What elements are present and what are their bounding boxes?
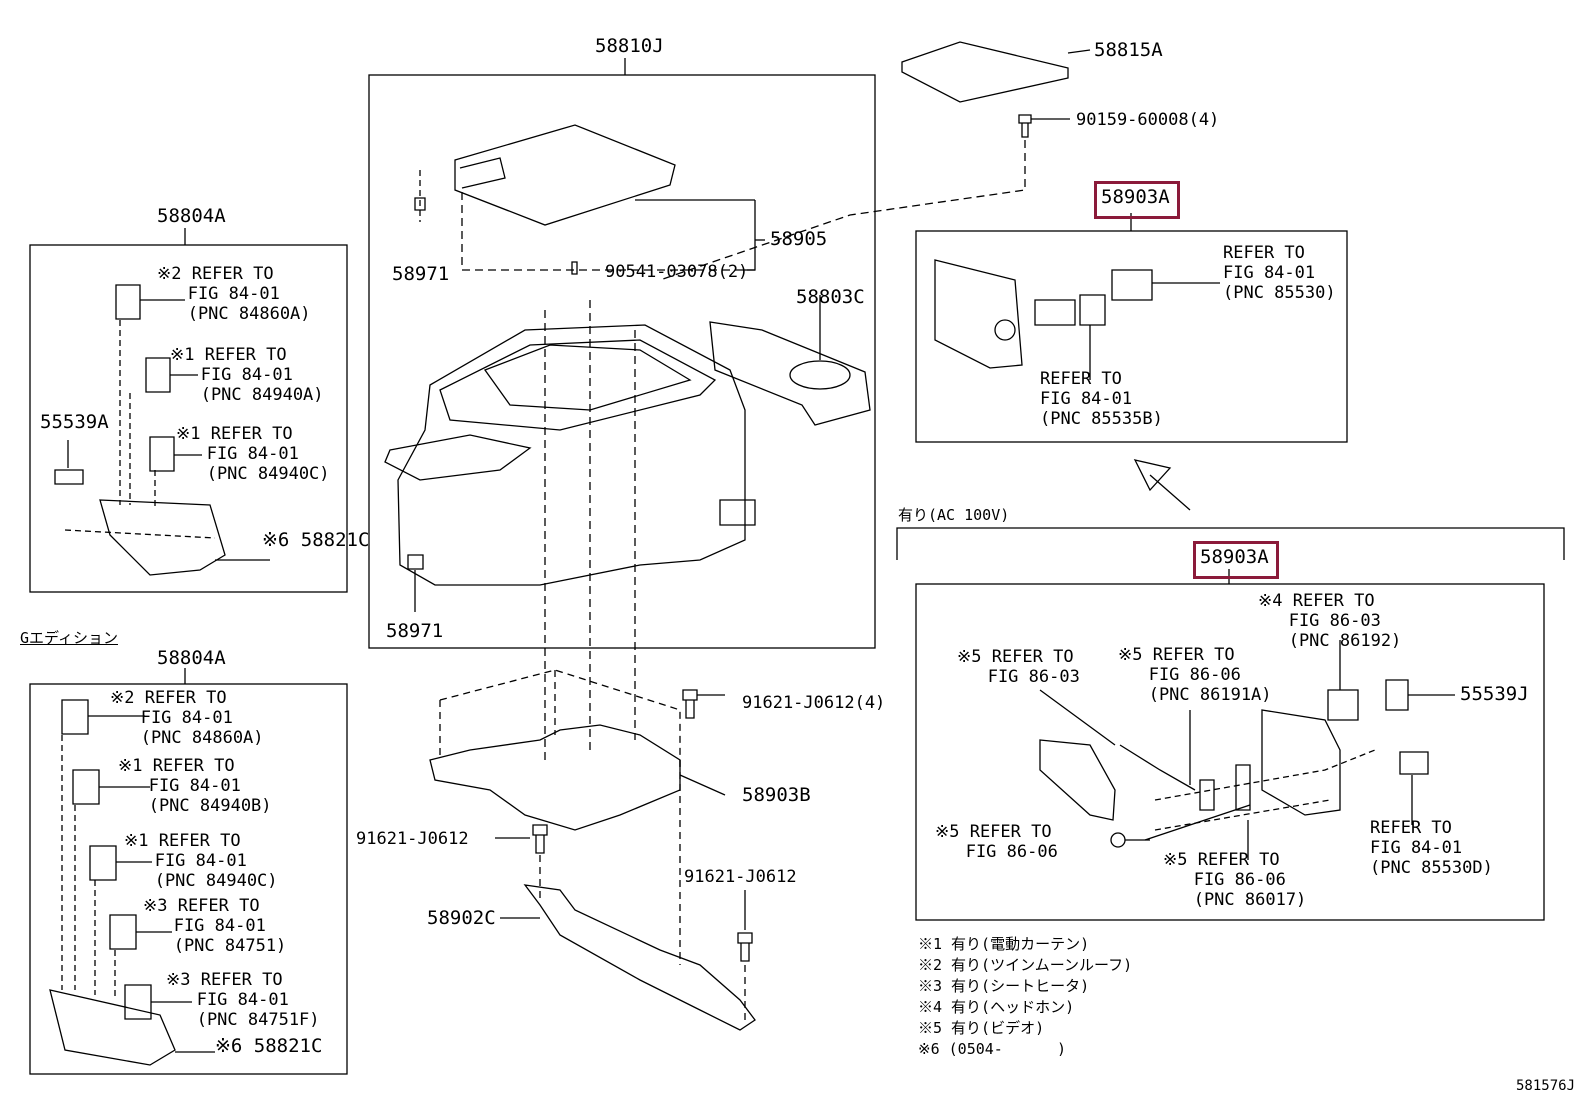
clip-55539J xyxy=(1385,679,1409,711)
figure-number: 581576J xyxy=(1516,1078,1576,1094)
bracket-58902C xyxy=(495,760,756,1031)
headphone-jack xyxy=(1327,689,1359,721)
clip-55539A xyxy=(54,469,84,485)
ref-85530[interactable]: REFER TO FIG 84-01 (PNC 85530) xyxy=(1223,243,1336,303)
footnote: ※4 有り(ヘッドホン) xyxy=(918,998,1075,1016)
part-55539J[interactable]: 55539J xyxy=(1460,683,1529,705)
part-58903A-bottom[interactable]: 58903A xyxy=(1200,546,1269,568)
tray-58821C-bottom xyxy=(49,989,176,1066)
ref-85535B[interactable]: REFER TO FIG 84-01 (PNC 85535B) xyxy=(1040,369,1163,429)
ref-fig86-03[interactable]: ※5 REFER TO FIG 86-03 xyxy=(957,647,1080,687)
tray-58821C-top xyxy=(99,499,226,576)
part-58821C-bottom[interactable]: ※6 58821C xyxy=(215,1035,323,1057)
tray-insert xyxy=(384,434,532,481)
ref-86017[interactable]: ※5 REFER TO FIG 86-06 (PNC 86017) xyxy=(1163,850,1307,910)
footnote: ※2 有り(ツインムーンルーフ) xyxy=(918,956,1133,974)
ref-84940C-top[interactable]: ※1 REFER TO FIG 84-01 (PNC 84940C) xyxy=(176,424,330,484)
frame-58903A-bottom xyxy=(915,583,1545,921)
part-55539A[interactable]: 55539A xyxy=(40,411,109,433)
part-90159-60008[interactable]: 90159-60008(4) xyxy=(1076,110,1220,130)
footnote: ※3 有り(シートヒータ) xyxy=(918,977,1090,995)
outlet-assembly-bottom xyxy=(1039,640,1455,860)
ref-84751-bottom[interactable]: ※3 REFER TO FIG 84-01 (PNC 84751) xyxy=(143,896,287,956)
bracket-58903B xyxy=(429,669,726,831)
part-58902C[interactable]: 58902C xyxy=(427,907,496,929)
footnote: ※6 (0504- ) xyxy=(918,1040,1067,1058)
part-58821C-top[interactable]: ※6 58821C xyxy=(262,529,370,551)
part-90541-03078[interactable]: 90541-03078(2) xyxy=(605,262,749,282)
ref-84860A-bottom[interactable]: ※2 REFER TO FIG 84-01 (PNC 84860A) xyxy=(110,688,264,748)
part-91621-J0612-left[interactable]: 91621-J0612 xyxy=(356,829,469,849)
ref-84940B-bottom[interactable]: ※1 REFER TO FIG 84-01 (PNC 84940B) xyxy=(118,756,272,816)
part-58971-bottom[interactable]: 58971 xyxy=(386,620,444,642)
frame-58810J xyxy=(368,74,876,649)
switch-stack-bottom xyxy=(49,699,215,1066)
part-58804A-bottom[interactable]: 58804A xyxy=(157,647,226,669)
ref-84940A-top[interactable]: ※1 REFER TO FIG 84-01 (PNC 84940A) xyxy=(170,345,324,405)
ref-85530D[interactable]: REFER TO FIG 84-01 (PNC 85530D) xyxy=(1370,818,1493,878)
clip-58971-bottom xyxy=(407,554,424,570)
pad-58815A xyxy=(901,41,1069,103)
switch-stack-top xyxy=(54,284,270,576)
outlet-assembly-top xyxy=(934,259,1220,380)
part-58804A-top[interactable]: 58804A xyxy=(157,205,226,227)
part-58971-top[interactable]: 58971 xyxy=(392,263,450,285)
part-58803C[interactable]: 58803C xyxy=(796,286,865,308)
ref-86191A[interactable]: ※5 REFER TO FIG 86-06 (PNC 86191A) xyxy=(1118,645,1272,705)
cup-holder-58803C xyxy=(709,321,871,426)
footnote: ※5 有り(ビデオ) xyxy=(918,1019,1045,1037)
part-58903A-top[interactable]: 58903A xyxy=(1101,186,1170,208)
ref-84940C-bottom[interactable]: ※1 REFER TO FIG 84-01 (PNC 84940C) xyxy=(124,831,278,891)
part-91621-J0612-right[interactable]: 91621-J0612 xyxy=(684,867,797,887)
caption-g-edition: Gエディション xyxy=(20,629,118,647)
ref-fig86-06[interactable]: ※5 REFER TO FIG 86-06 xyxy=(935,822,1058,862)
caption-ac100v: 有り(AC 100V) xyxy=(898,506,1010,524)
ref-84860A-top[interactable]: ※2 REFER TO FIG 84-01 (PNC 84860A) xyxy=(157,264,311,324)
ref-84751F-bottom[interactable]: ※3 REFER TO FIG 84-01 (PNC 84751F) xyxy=(166,970,320,1030)
lid-58905 xyxy=(454,124,676,226)
part-58905[interactable]: 58905 xyxy=(770,228,828,250)
ac100v-bracket xyxy=(896,527,1565,560)
highlight-58903A-bottom xyxy=(1193,541,1279,579)
part-58815A[interactable]: 58815A xyxy=(1094,39,1163,61)
part-58810J[interactable]: 58810J xyxy=(595,35,664,57)
console-body-58810J xyxy=(397,324,746,586)
footnote: ※1 有り(電動カーテン) xyxy=(918,935,1090,953)
highlight-58903A-top xyxy=(1094,181,1180,219)
frame-58804A-bottom xyxy=(29,683,348,1075)
ref-86192[interactable]: ※4 REFER TO FIG 86-03 (PNC 86192) xyxy=(1258,591,1402,651)
frame-58804A-top xyxy=(29,244,348,593)
part-91621-J0612-4[interactable]: 91621-J0612(4) xyxy=(742,693,886,713)
part-58903B[interactable]: 58903B xyxy=(742,784,811,806)
clip-58971-top xyxy=(414,197,426,211)
footnotes: ※1 有り(電動カーテン) ※2 有り(ツインムーンルーフ) ※3 有り(シート… xyxy=(918,934,1132,1060)
